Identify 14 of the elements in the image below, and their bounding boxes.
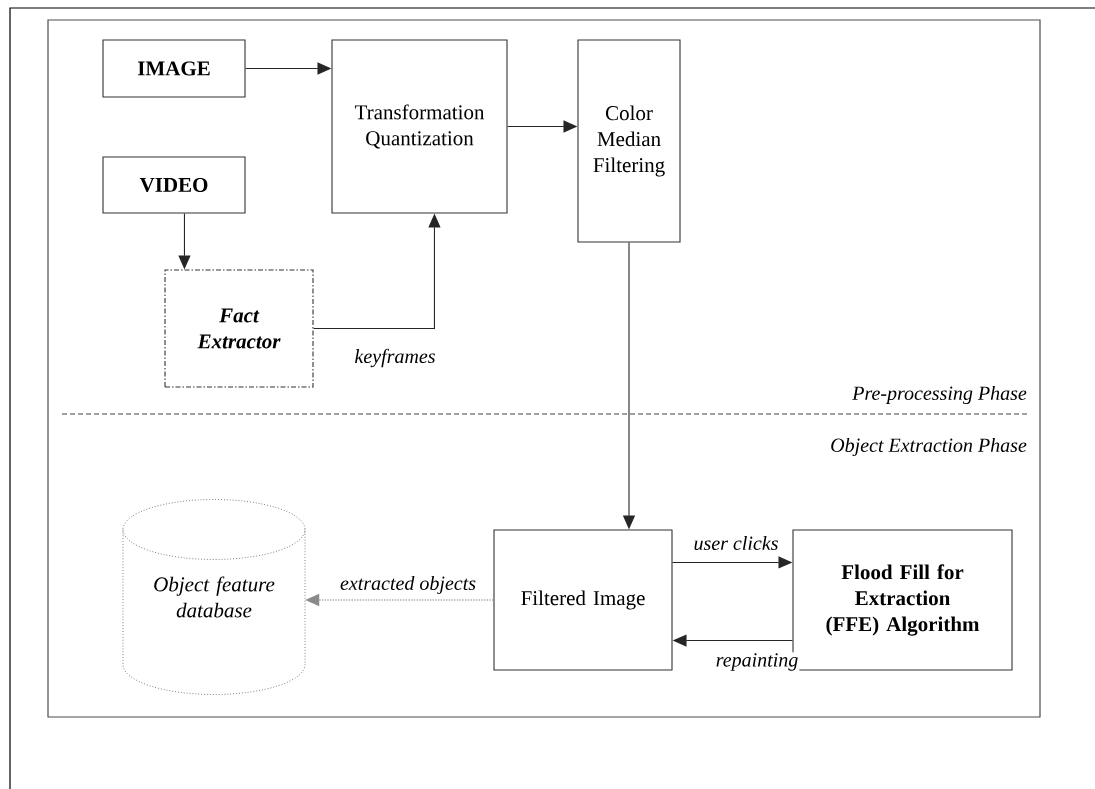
edge-label: repainting bbox=[714, 652, 800, 672]
edge-label: keyframes bbox=[353, 347, 437, 369]
process-box: Fact Extractor bbox=[164, 269, 314, 388]
process-box: VIDEO bbox=[102, 156, 246, 214]
edge-label: user clicks bbox=[692, 534, 780, 552]
phase-label: Object Extraction Phase bbox=[831, 437, 1027, 457]
phase-label: Pre-processing Phase bbox=[852, 385, 1027, 405]
edge-label: extracted objects bbox=[339, 574, 478, 596]
process-box: Transformation Quantization bbox=[331, 39, 508, 214]
process-box: IMAGE bbox=[102, 39, 246, 98]
database-cylinder: Object feature database bbox=[122, 499, 306, 695]
process-box: Filtered Image bbox=[493, 529, 673, 671]
process-box: Color Median Filtering bbox=[577, 39, 681, 243]
node-label: Object feature database bbox=[154, 576, 275, 618]
